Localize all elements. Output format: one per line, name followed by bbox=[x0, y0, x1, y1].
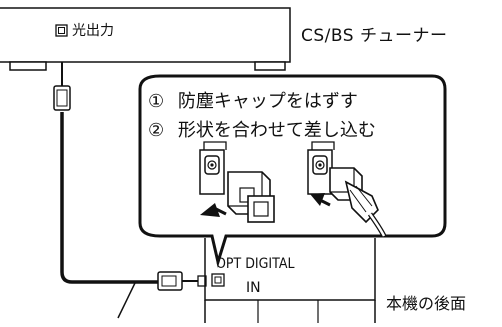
dust-cap-icon bbox=[227, 171, 275, 223]
tuner-optical-port-icon bbox=[55, 24, 68, 37]
insert-plug-illustration bbox=[307, 141, 387, 238]
tuner-port-label: 光出力 bbox=[72, 23, 114, 39]
arrow-icon bbox=[310, 193, 331, 207]
remove-cap-illustration bbox=[199, 141, 275, 223]
step-1: ① 防塵キャップをはずす bbox=[148, 93, 358, 111]
optical-cable bbox=[53, 62, 207, 319]
arrow-icon bbox=[200, 203, 227, 217]
rear-panel-caption: 本機の後面 bbox=[386, 294, 467, 313]
receiver-optical-port-icon bbox=[211, 273, 225, 287]
tuner-label: CS/BS チューナー bbox=[301, 26, 448, 46]
in-label: IN bbox=[246, 280, 261, 296]
step-2-text: 形状を合わせて差し込む bbox=[177, 120, 376, 141]
step-1-text: 防塵キャップをはずす bbox=[177, 91, 358, 112]
opt-digital-label: OPT DIGITAL bbox=[216, 256, 295, 272]
receiver-rear-panel bbox=[204, 238, 376, 323]
tuner-unit bbox=[0, 7, 291, 71]
step-1-number: ① bbox=[148, 91, 165, 112]
step-2: ② 形状を合わせて差し込む bbox=[148, 122, 376, 140]
optical-plug-icon bbox=[329, 167, 387, 238]
step-2-number: ② bbox=[148, 120, 165, 141]
